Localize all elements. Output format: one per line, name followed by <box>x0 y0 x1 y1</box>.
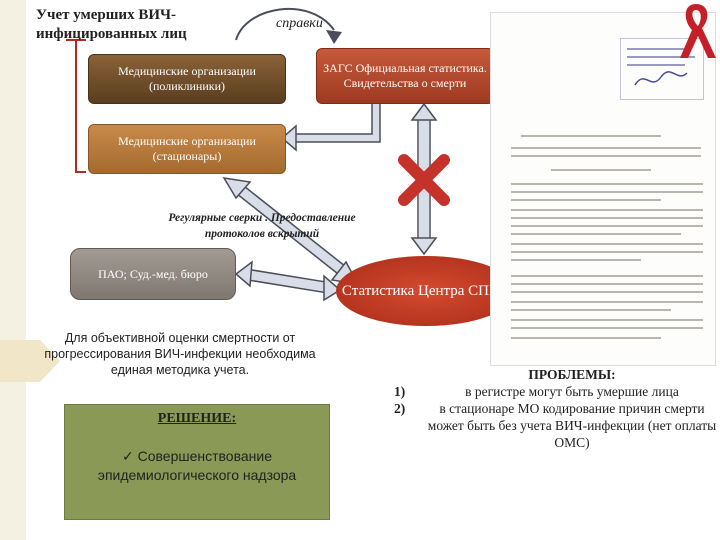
zags-aids-arrowhead-bottom <box>410 237 438 256</box>
problems-block: ПРОБЛЕМЫ: 1) в регистре могут быть умерш… <box>394 366 720 451</box>
zags-to-hospital-arrow-outline <box>294 104 381 143</box>
spravki-arrowhead <box>326 30 342 44</box>
zags-to-hospital-arrowhead <box>280 124 297 152</box>
problem-text: в регистре могут быть умершие лица <box>465 384 679 399</box>
page-title: Учет умерших ВИЧ-инфицированных лиц <box>36 7 187 42</box>
aids-center-oval: Статистика Центра СПИД <box>336 256 516 326</box>
check-icon: ✓ <box>121 448 134 464</box>
pao-aids-double-arrow <box>234 260 342 302</box>
bracket-medical-orgs <box>75 39 86 173</box>
reconciliation-label: Регулярные сверки . Предоставление прото… <box>168 212 356 240</box>
problem-item: 2) в стационаре МО кодирование причин см… <box>394 400 720 451</box>
cross-icon <box>398 154 450 206</box>
zags-aids-arrowhead-top <box>410 102 438 121</box>
zags-box: ЗАГС Официальная статистика. Свидетельст… <box>316 48 494 104</box>
objective-text: Для объективной оценки смертности от про… <box>44 331 316 377</box>
pao-box: ПАО; Суд.-мед. бюро <box>70 248 236 300</box>
left-decor-bar <box>0 0 26 540</box>
solution-body: ✓ Совершенствование эпидемиологического … <box>65 447 329 485</box>
problems-heading: ПРОБЛЕМЫ: <box>528 367 616 382</box>
objective-arrow-shape <box>0 340 60 382</box>
spravki-label: справки <box>276 16 323 31</box>
scanned-document-image <box>490 12 716 366</box>
polyclinic-box: Медицинские организации (поликлиники) <box>88 54 286 104</box>
zags-to-hospital-arrow-body <box>294 104 380 142</box>
solution-box: РЕШЕНИЕ: ✓ Совершенствование эпидемиолог… <box>64 404 330 520</box>
hospital-box: Медицинские организации (стационары) <box>88 124 286 174</box>
problem-text: в стационаре МО кодирование причин смерт… <box>427 401 717 450</box>
solution-heading: РЕШЕНИЕ: <box>157 411 237 426</box>
spravki-curve-arrow <box>235 7 335 41</box>
solution-text: Совершенствование эпидемиологического на… <box>97 448 297 483</box>
problem-item: 1) в регистре могут быть умершие лица <box>394 383 720 400</box>
red-ribbon-icon <box>680 4 716 58</box>
problem-number: 2) <box>394 401 406 416</box>
problem-number: 1) <box>394 384 406 399</box>
